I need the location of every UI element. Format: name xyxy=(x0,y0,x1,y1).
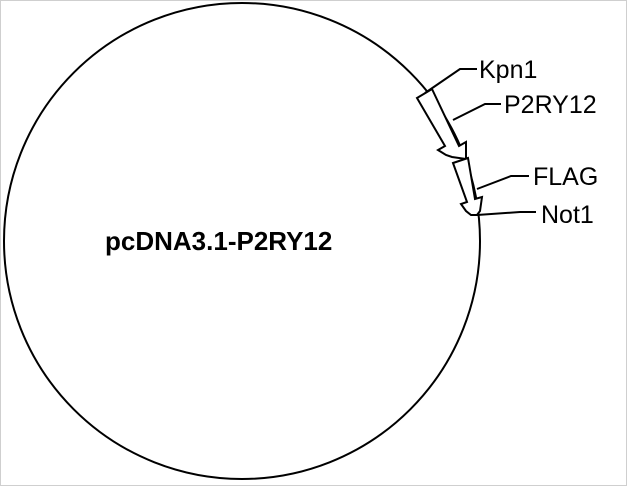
p2ry12-leader-line xyxy=(452,103,501,121)
p2ry12-label: P2RY12 xyxy=(504,91,597,119)
not1-leader-line xyxy=(476,211,536,216)
plasmid-name: pcDNA3.1-P2RY12 xyxy=(105,226,332,256)
flag-label: FLAG xyxy=(533,163,598,191)
kpn1-label: Kpn1 xyxy=(479,56,537,84)
plasmid-backbone xyxy=(3,2,481,480)
flag-leader-line xyxy=(476,175,529,190)
not1-label: Not1 xyxy=(541,201,594,229)
p2ry12-insert-arrow xyxy=(415,87,467,161)
kpn1-leader-line xyxy=(424,68,477,94)
flag-tag-arrow xyxy=(451,156,484,216)
